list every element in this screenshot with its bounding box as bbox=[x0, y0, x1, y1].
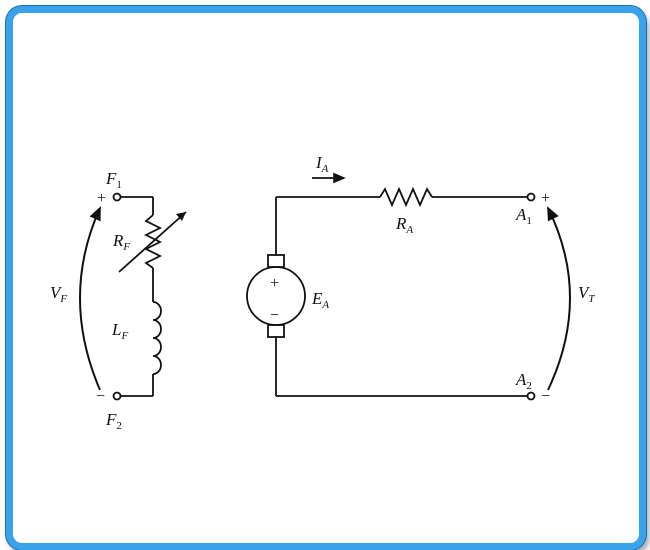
source-minus: − bbox=[270, 307, 279, 324]
variable-arrowhead bbox=[176, 212, 186, 221]
f1-polarity: + bbox=[97, 190, 106, 207]
armature-resistor bbox=[379, 186, 433, 208]
a2-polarity: − bbox=[541, 388, 550, 405]
terminal-a2 bbox=[526, 391, 536, 401]
label-ra: RA bbox=[395, 214, 413, 236]
brush-top bbox=[267, 254, 285, 268]
field-inductor bbox=[152, 301, 162, 375]
label-f2: F2 bbox=[105, 410, 122, 432]
label-lf: LF bbox=[111, 320, 128, 342]
label-ea: EA bbox=[311, 289, 329, 311]
terminal-a1 bbox=[526, 192, 536, 202]
label-vf: VF bbox=[50, 283, 67, 305]
label-vt: VT bbox=[578, 283, 595, 305]
label-rf: RF bbox=[112, 231, 130, 253]
vt-arrow bbox=[547, 206, 571, 391]
terminal-f1 bbox=[112, 192, 122, 202]
source-plus: + bbox=[270, 275, 279, 292]
label-a2: A2 bbox=[515, 370, 532, 392]
terminal-f2 bbox=[112, 391, 122, 401]
brush-bottom bbox=[267, 324, 285, 338]
variable-arrow bbox=[118, 211, 187, 273]
label-f1: F1 bbox=[105, 169, 122, 191]
vf-arrow bbox=[79, 206, 101, 391]
a1-polarity: + bbox=[541, 190, 550, 207]
f2-polarity: − bbox=[96, 388, 105, 405]
label-ia: IA bbox=[315, 153, 329, 175]
field-resistor bbox=[143, 214, 163, 269]
label-a1: A1 bbox=[515, 205, 532, 227]
diagram-canvas bbox=[14, 14, 632, 533]
